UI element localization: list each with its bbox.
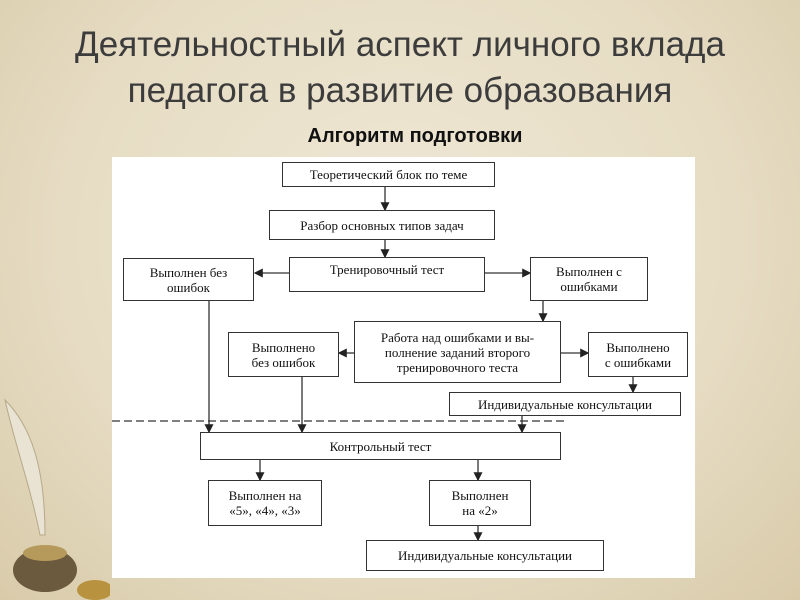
- quill-inkwell-icon: [4, 398, 110, 600]
- box-theory: Теоретический блок по теме: [282, 162, 495, 187]
- box-work-on-errors: Работа над ошибками и вы- полнение задан…: [354, 321, 561, 383]
- box-grade-543: Выполнен на «5», «4», «3»: [208, 480, 322, 526]
- box-grade-2: Выполнен на «2»: [429, 480, 531, 526]
- diagram-subtitle: Алгоритм подготовки: [307, 125, 523, 147]
- box-consult-2: Индивидуальные консультации: [366, 540, 604, 571]
- box-done2-no-errors: Выполнено без ошибок: [228, 332, 339, 377]
- title-line-2: педагога в развитие образования: [127, 71, 673, 110]
- box-done-no-errors: Выполнен без ошибок: [123, 258, 254, 301]
- box-done2-with-errors: Выполнено с ошибками: [588, 332, 688, 377]
- box-training-test: Тренировочный тест: [289, 257, 485, 292]
- box-control-test: Контрольный тест: [200, 432, 561, 460]
- box-consult-1: Индивидуальные консультации: [449, 392, 681, 416]
- slide-title: Деятельностный аспект личного вклада пед…: [0, 22, 800, 114]
- title-line-1: Деятельностный аспект личного вклада: [75, 25, 725, 64]
- box-done-with-errors: Выполнен с ошибками: [530, 257, 648, 301]
- box-analysis: Разбор основных типов задач: [269, 210, 495, 240]
